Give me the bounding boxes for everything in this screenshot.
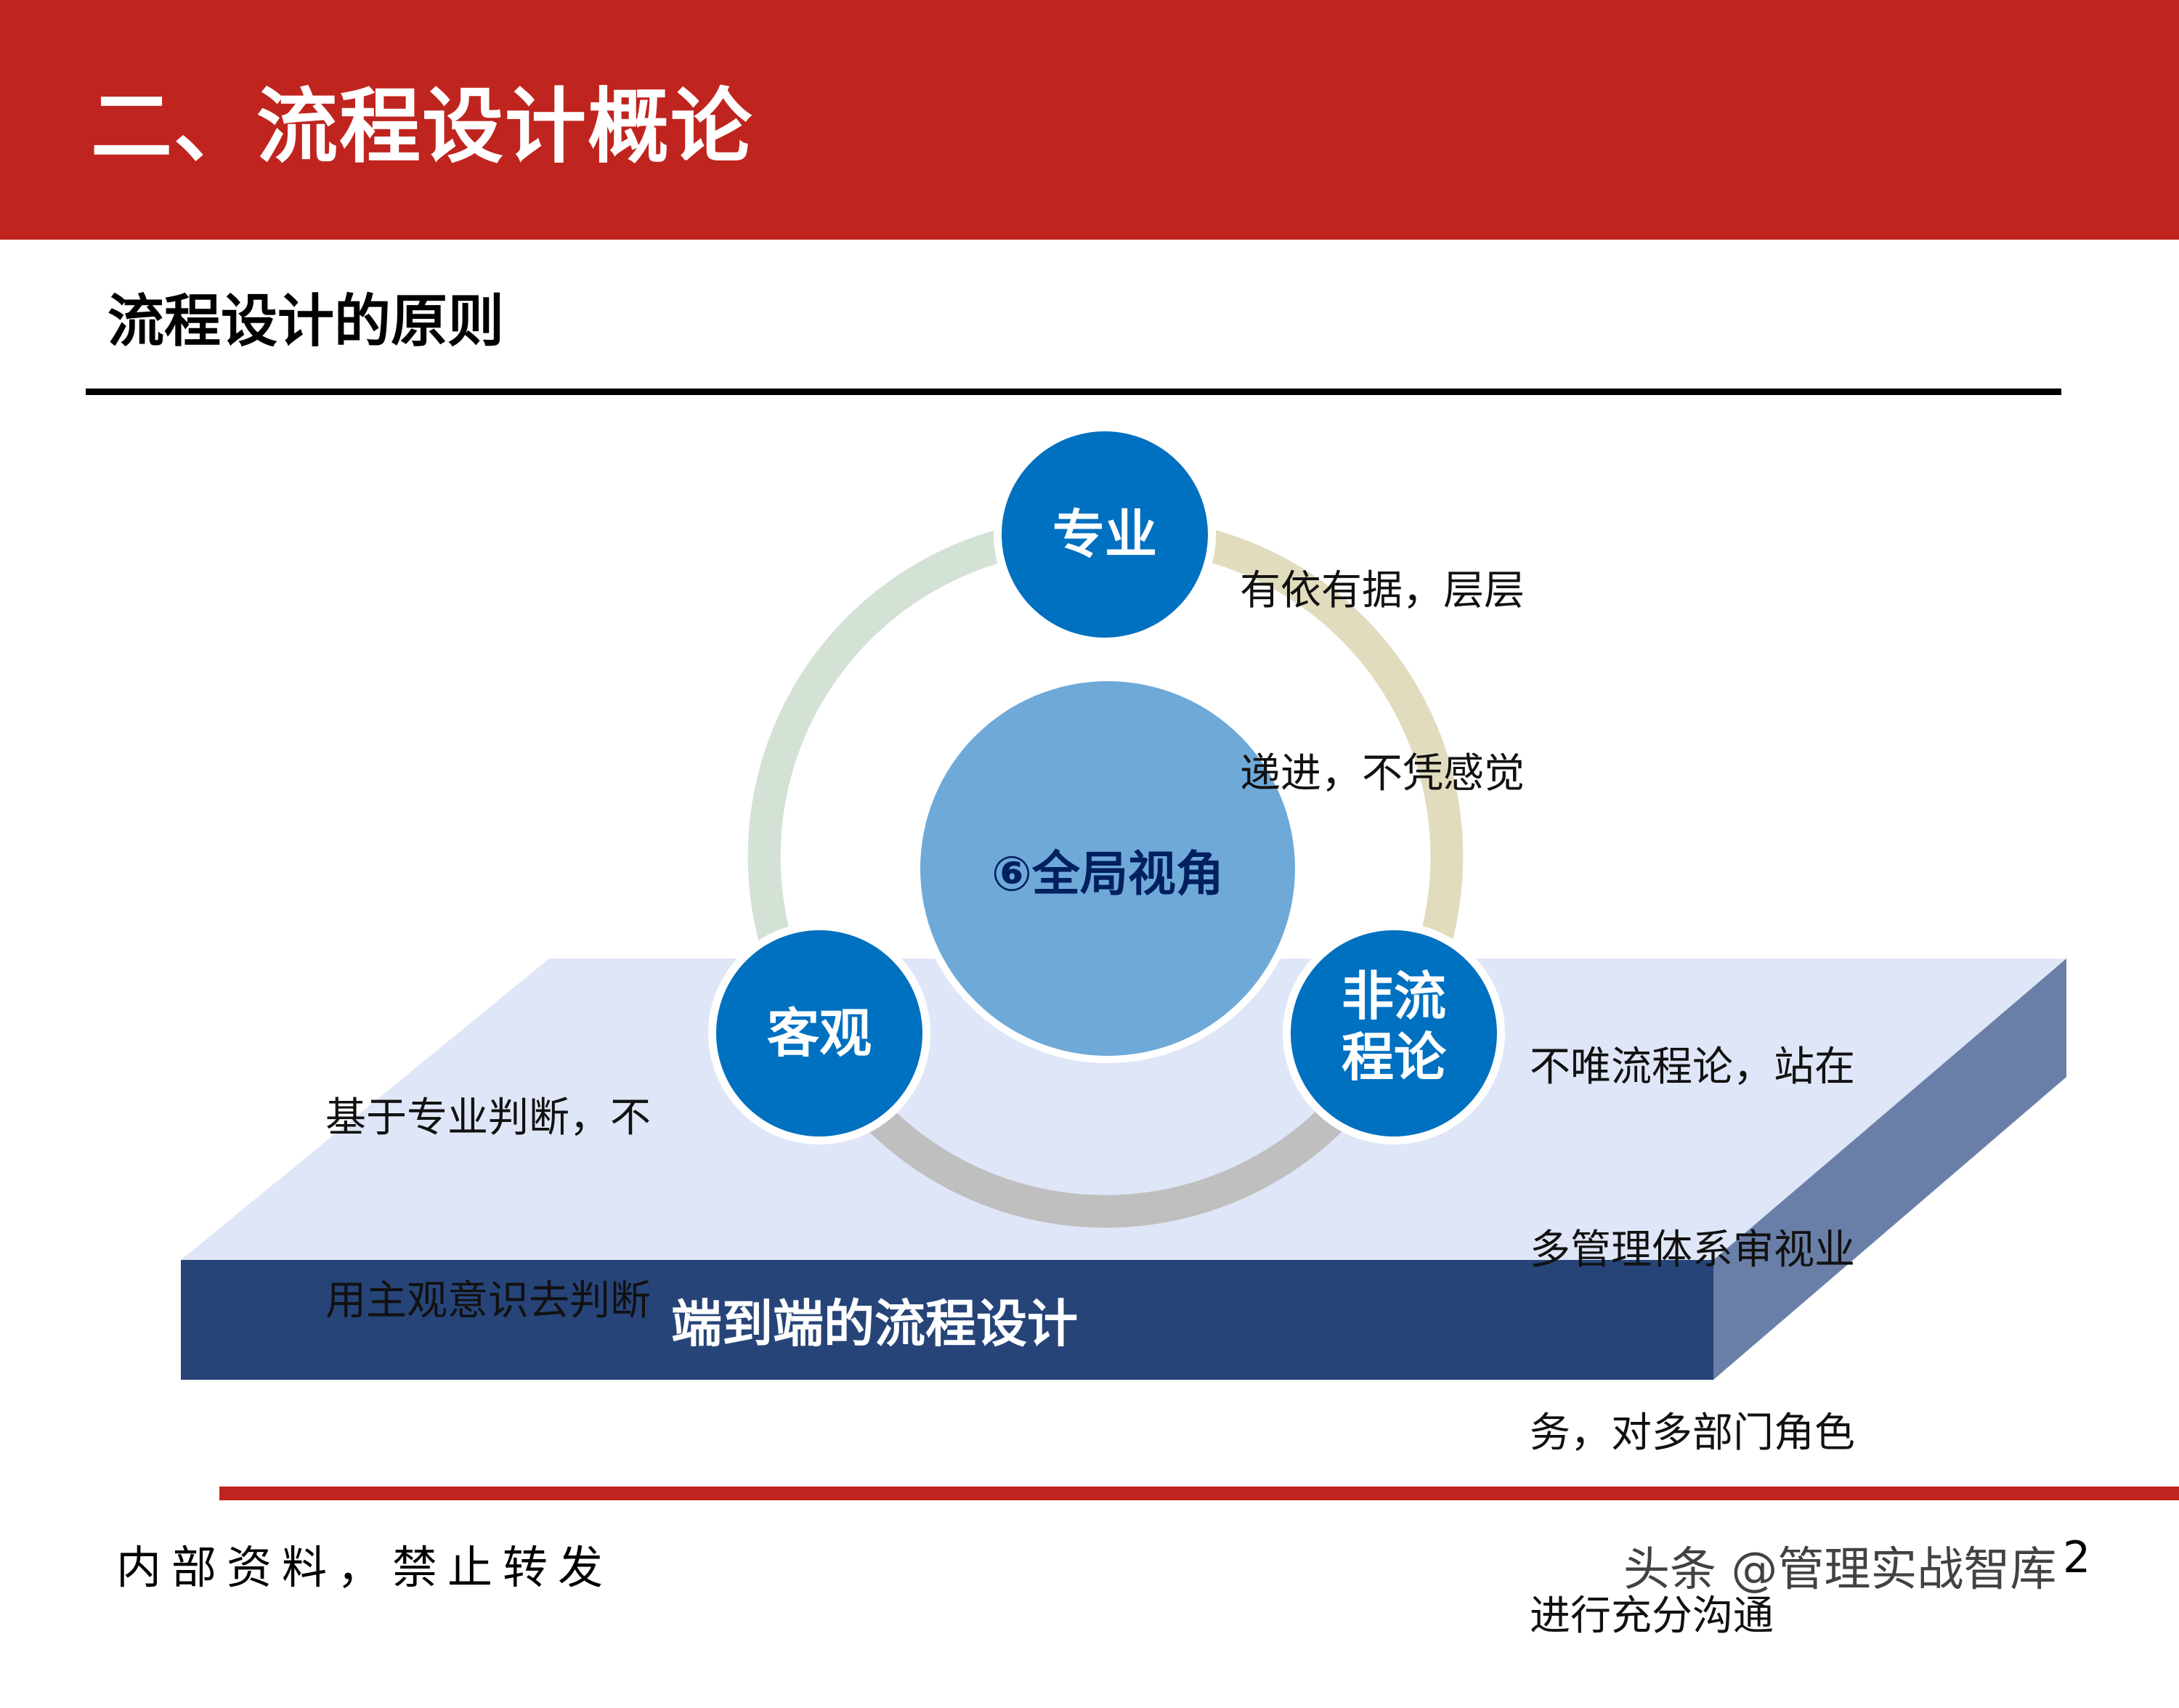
node-label-non-process: 非流 程论 [1341, 966, 1446, 1088]
description-professional: 有依有据，层层 递进，不凭感觉 [1240, 567, 1525, 797]
page-number: 2 [2063, 1532, 2091, 1583]
section-subtitle: 流程设计的原则 [107, 289, 505, 354]
center-label: ⑥全局视角 [991, 846, 1224, 902]
watermark: 头条 @管理实战智库 [1623, 1543, 2057, 1597]
platform-top-face [181, 959, 2066, 1260]
platform-label: 端到端的流程设计 [671, 1294, 1078, 1354]
subtitle-divider [86, 389, 2061, 395]
page-title: 二、流程设计概论 [91, 80, 753, 174]
header-bar [0, 0, 2179, 240]
confidential-notice: 内部资料，禁止转发 [116, 1541, 614, 1594]
footer-divider [219, 1487, 2179, 1500]
node-label-professional: 专业 [1052, 504, 1157, 565]
platform-side-face [1713, 959, 2066, 1380]
principles-diagram [181, 431, 2066, 1380]
description-objective: 基于专业判断，不 用主观意识去判断 [325, 1094, 651, 1325]
description-non-process: 不唯流程论，站在 多管理体系审视业 务，对多部门角色 进行充分沟通 [1530, 1044, 1855, 1640]
node-label-objective: 客观 [766, 1003, 872, 1064]
platform-front-face [181, 1260, 1713, 1380]
